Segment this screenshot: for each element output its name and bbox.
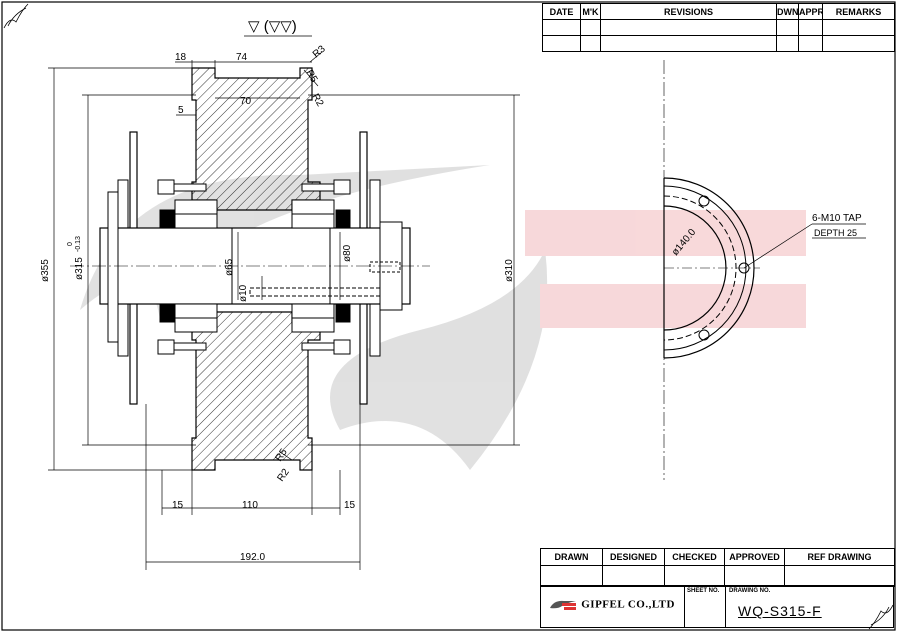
drawing-no-label: DRAWING NO. <box>729 588 771 594</box>
dim-dia-10: ø10 <box>238 284 249 302</box>
company-name: GIPFEL CO.,LTD <box>581 598 675 611</box>
header-remarks: REMARKS <box>822 3 895 20</box>
dim-dia-355: ø355 <box>40 259 51 282</box>
dim-18: 18 <box>175 52 187 63</box>
corner-ornament-top-left <box>3 3 29 29</box>
drawing-number: WQ-S315-F <box>738 603 822 619</box>
dim-r3: R3 <box>311 43 328 60</box>
sheet-no-cell: SHEET NO. <box>684 586 726 627</box>
dim-15-left: 15 <box>172 500 184 511</box>
hub-section <box>70 67 430 471</box>
revisions-row <box>542 35 895 52</box>
company-logo: GIPFEL CO.,LTD <box>548 598 675 612</box>
dim-tol-lower: -0.13 <box>75 236 82 252</box>
dim-5: 5 <box>178 105 184 116</box>
dim-dia-65: ø65 <box>224 258 235 276</box>
tap-note: 6-M10 TAP <box>812 213 862 224</box>
title-block-header-row: DRAWN DESIGNED CHECKED APPROVED REF DRAW… <box>540 548 895 566</box>
header-date: DATE <box>542 3 581 20</box>
dimension-lines <box>48 51 520 570</box>
flange-side-view <box>663 60 866 480</box>
corner-ornament-bottom-right <box>868 604 894 630</box>
revisions-table: DATE M'K REVISIONS DWN APPR REMARKS <box>542 3 895 52</box>
header-revisions: REVISIONS <box>600 3 777 20</box>
header-ref-drawing: REF DRAWING <box>784 548 895 566</box>
dim-dia-80: ø80 <box>342 244 353 262</box>
revisions-row <box>542 19 895 36</box>
header-appr: APPR <box>798 3 823 20</box>
dim-dia-315: ø315 <box>74 257 85 280</box>
header-mark: M'K <box>580 3 601 20</box>
header-drawn: DRAWN <box>540 548 603 566</box>
dim-74: 74 <box>236 52 248 63</box>
company-logo-icon <box>550 600 576 610</box>
dim-110: 110 <box>242 500 258 511</box>
dim-tol-upper: 0 <box>67 242 74 246</box>
surface-finish-symbol: ▽ (▽▽) <box>248 18 297 35</box>
dim-70: 70 <box>240 96 252 107</box>
dim-r2-bottom: R2 <box>275 467 292 484</box>
title-block-lower: SHEET NO. DRAWING NO. <box>540 585 894 628</box>
dim-dia-310: ø310 <box>504 259 515 282</box>
dim-192: 192.0 <box>240 552 265 563</box>
depth-note: DEPTH 25 <box>814 228 857 238</box>
header-checked: CHECKED <box>664 548 725 566</box>
title-block-sign-row <box>540 565 895 587</box>
revisions-header-row: DATE M'K REVISIONS DWN APPR REMARKS <box>542 3 895 20</box>
title-block: DRAWN DESIGNED CHECKED APPROVED REF DRAW… <box>540 548 895 587</box>
sheet-no-label: SHEET NO. <box>687 588 720 594</box>
header-designed: DESIGNED <box>602 548 665 566</box>
header-dwn: DWN <box>776 3 799 20</box>
header-approved: APPROVED <box>724 548 785 566</box>
dim-15-right: 15 <box>344 500 356 511</box>
